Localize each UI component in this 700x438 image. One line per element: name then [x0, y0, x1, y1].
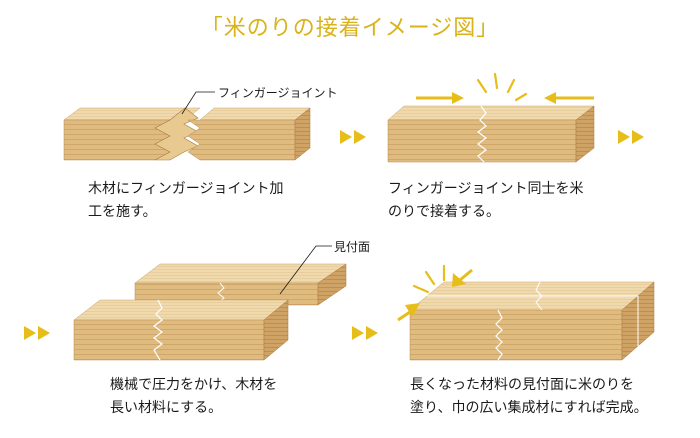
step1-right-block-top — [199, 107, 311, 121]
step3-front-board-top — [73, 299, 289, 321]
step3-joint-line — [153, 299, 163, 361]
step3-front-board-front — [73, 319, 265, 361]
step2-block-top — [387, 105, 595, 121]
step1-illustration — [63, 91, 311, 161]
step2-caption: フィンガージョイント同士を米 のりで接着する。 — [388, 178, 583, 224]
face-callout: 見付面 — [334, 240, 371, 254]
step1-caption-line1: 木材にフィンガージョイント加 — [88, 181, 284, 197]
step1-right-block-side — [294, 107, 311, 161]
arrow-step1-to-step2 — [340, 130, 366, 144]
step2-press-arrow-right — [544, 92, 594, 104]
step4-press-arrow-top — [452, 268, 473, 287]
step2-joint-line — [477, 105, 487, 163]
step1-callout-line — [181, 91, 215, 115]
step3-callout-line — [279, 245, 332, 295]
arrow-step3-to-step4 — [352, 326, 378, 340]
finger-joint-callout: フィンガージョイント — [218, 86, 338, 100]
step4-caption: 長くなった材料の見付面に米のりを 塗り、巾の広い集成材にすれば完成。 — [410, 374, 648, 420]
step2-illustration — [387, 72, 595, 163]
step3-back-board-side — [317, 263, 347, 306]
step4-joint-line-front — [495, 309, 503, 361]
page-title: 「米のりの接着イメージ図」 — [200, 16, 500, 41]
arrow-into-step3 — [24, 326, 50, 340]
step2-block-side — [575, 105, 595, 163]
step3-illustration — [73, 245, 347, 361]
step1-caption-line2: 工を施す。 — [88, 204, 157, 220]
step4-impact-lines — [412, 264, 446, 294]
step1-right-block-front — [187, 119, 296, 161]
step4-illustration — [397, 264, 655, 361]
step4-caption-line2: 塗り、巾の広い集成材にすれば完成。 — [410, 400, 648, 416]
step4-joint-line-top — [535, 281, 543, 311]
step4-caption-line1: 長くなった材料の見付面に米のりを — [410, 377, 634, 393]
step2-press-arrow-left — [416, 92, 464, 104]
step4-panel-front — [409, 309, 623, 361]
step4-press-arrow-left — [397, 303, 420, 322]
step3-back-board-top — [134, 263, 347, 284]
step3-caption-line2: 長い材料にする。 — [110, 400, 223, 416]
step2-impact-lines — [476, 72, 528, 102]
step3-caption-line1: 機械で圧力をかけ、木材を — [110, 377, 278, 393]
step3-front-board-side — [263, 299, 289, 361]
step2-caption-line1: フィンガージョイント同士を米 — [388, 181, 584, 197]
arrow-step2-end — [618, 130, 644, 144]
step3-caption: 機械で圧力をかけ、木材を 長い材料にする。 — [110, 374, 277, 420]
step2-caption-line2: のりで接着する。 — [388, 204, 500, 220]
step1-caption: 木材にフィンガージョイント加 工を施す。 — [88, 178, 283, 224]
step1-left-block-front — [63, 119, 171, 161]
